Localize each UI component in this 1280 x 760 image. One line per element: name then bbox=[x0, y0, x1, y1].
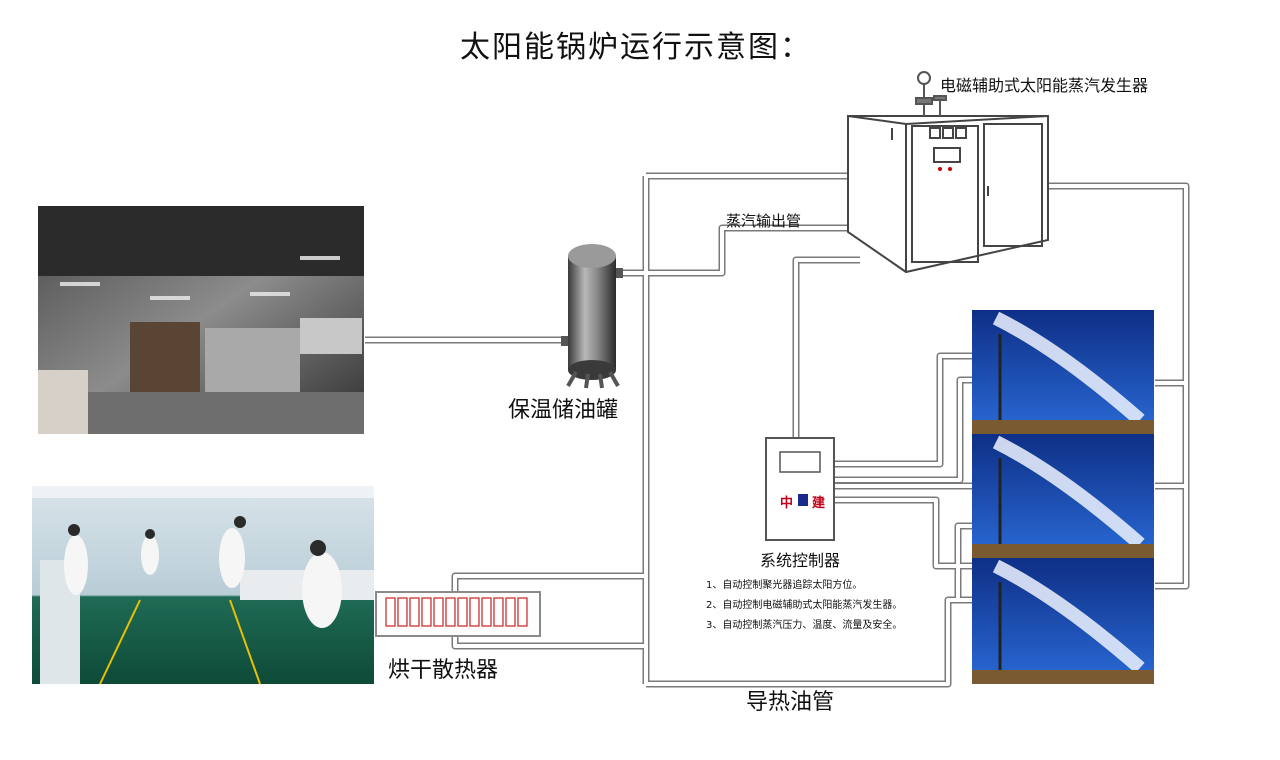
controller-brand-logo bbox=[798, 494, 808, 506]
generator-indicator-lights bbox=[938, 167, 952, 171]
solar-collector-photo-1 bbox=[972, 310, 1154, 434]
steam-generator-label: 电磁辅助式太阳能蒸汽发生器 bbox=[940, 76, 1149, 95]
controller-brand-left: 中 bbox=[780, 496, 794, 511]
pipe-network bbox=[365, 172, 1190, 688]
storage-tank-label: 保温储油罐 bbox=[508, 398, 619, 423]
dryer-radiator bbox=[375, 591, 541, 637]
controller-note: 3、自动控制蒸汽压力、温度、流量及安全。 bbox=[706, 620, 903, 631]
generator-valves bbox=[915, 71, 947, 116]
dryer-label: 烘干散热器 bbox=[388, 658, 499, 683]
oil-pipe-label: 导热油管 bbox=[746, 690, 835, 715]
controller-note: 2、自动控制电磁辅助式太阳能蒸汽发生器。 bbox=[706, 600, 903, 611]
controller-label: 系统控制器 bbox=[760, 551, 841, 570]
kitchen-photo bbox=[38, 206, 364, 434]
controller-notes: 1、自动控制聚光器追踪太阳方位。 2、自动控制电磁辅助式太阳能蒸汽发生器。 3、… bbox=[706, 576, 902, 636]
controller-box bbox=[765, 437, 835, 541]
solar-collector-photo-2 bbox=[972, 434, 1154, 558]
steam-pipe-label: 蒸汽输出管 bbox=[726, 212, 802, 230]
controller-brand-right: 建 bbox=[812, 496, 826, 511]
laboratory-photo bbox=[32, 486, 374, 685]
diagram-title: 太阳能锅炉运行示意图： bbox=[460, 30, 812, 65]
solar-collector-photo-3 bbox=[972, 558, 1154, 684]
storage-tank bbox=[561, 244, 623, 389]
steam-generator bbox=[847, 114, 1049, 274]
controller-note: 1、自动控制聚光器追踪太阳方位。 bbox=[706, 580, 863, 591]
